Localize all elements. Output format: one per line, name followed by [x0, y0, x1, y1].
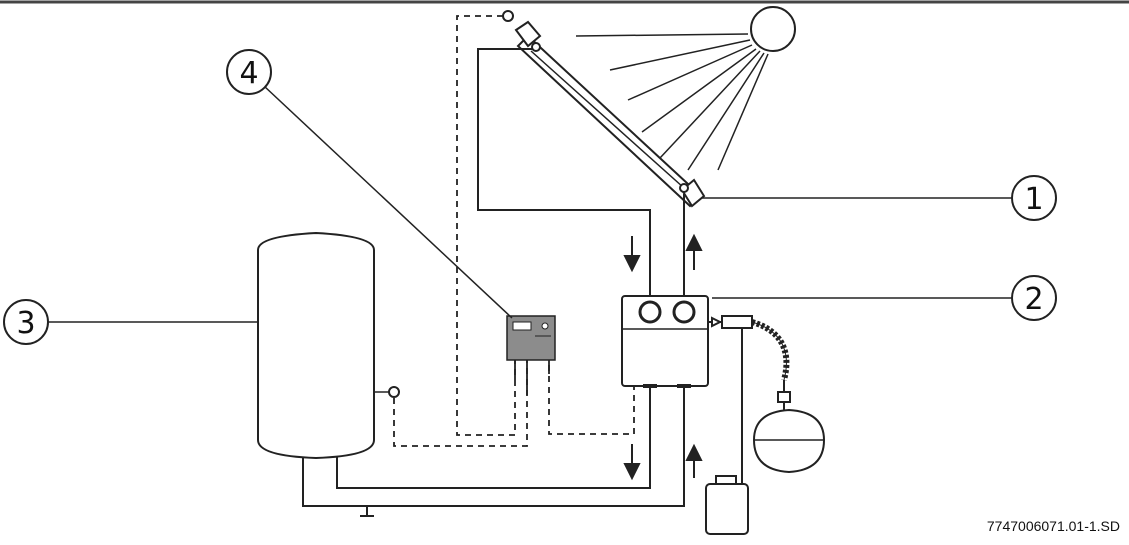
reference-code: 7747006071.01-1.SD	[987, 518, 1120, 534]
collector-inner-line	[530, 50, 694, 197]
sun-ray	[575, 33, 749, 37]
callout-circle	[1011, 275, 1057, 321]
tank-sensor	[388, 386, 400, 398]
pipes	[302, 48, 685, 517]
collection-container	[705, 483, 749, 535]
sensor-wires	[393, 15, 635, 447]
controller-leads	[514, 360, 550, 395]
callout-3: 3	[3, 299, 49, 345]
callout-circle	[3, 299, 49, 345]
wire-collector-sensor	[456, 15, 516, 436]
sun	[575, 6, 796, 171]
sun-ray	[687, 52, 765, 171]
pump-gauge-right	[672, 300, 696, 324]
collector-bottom-port	[679, 183, 689, 193]
expansion-valve	[777, 391, 791, 403]
callout-2: 2	[1011, 275, 1057, 321]
controller	[506, 315, 556, 361]
storage-tank	[257, 231, 400, 460]
leader-line-4	[263, 85, 513, 319]
collector-top-port	[531, 42, 541, 52]
sun-disc	[750, 6, 796, 52]
arrow-up-bottom	[685, 443, 703, 461]
arrow-down-bottom	[623, 463, 641, 481]
pipe-tank-return	[302, 386, 685, 507]
arrow-down-top	[623, 255, 641, 273]
controller-display	[512, 321, 532, 331]
callout-4: 4	[226, 49, 272, 95]
sun-ray	[609, 39, 751, 71]
sun-ray	[627, 44, 753, 101]
wire-pump-station	[548, 365, 635, 435]
expansion-hose-core	[751, 321, 787, 381]
pipe-tank-flow	[336, 386, 651, 489]
sun-ray	[641, 48, 757, 133]
callout-circle	[1011, 175, 1057, 221]
callout-number: 1	[1024, 182, 1043, 217]
collector-sensor	[502, 10, 514, 22]
pump-port-right	[677, 384, 691, 388]
arrow-up-top	[685, 233, 703, 251]
callout-number: 3	[16, 306, 35, 341]
valve-block	[721, 315, 753, 329]
pipe-collector-return	[477, 48, 651, 296]
wire-tank-sensor	[393, 360, 528, 447]
flow-arrows	[623, 233, 703, 481]
container-cap	[715, 475, 737, 485]
expansion-hose	[751, 319, 790, 381]
safety-valve	[711, 316, 723, 328]
tank-body	[257, 231, 375, 460]
callout-1: 1	[1011, 175, 1057, 221]
controller-knob	[541, 322, 549, 330]
expansion-vessel	[752, 408, 826, 474]
pump-port-left	[643, 384, 657, 388]
callout-number: 2	[1024, 282, 1043, 317]
expansion-assembly	[705, 315, 826, 535]
solar-collector	[514, 20, 706, 208]
pump-gauge-left	[638, 300, 662, 324]
pump-station	[621, 295, 709, 388]
sun-ray	[659, 50, 761, 159]
callout-circle	[226, 49, 272, 95]
leader-lines	[48, 85, 1012, 323]
callout-number: 4	[239, 56, 258, 91]
sun-ray	[717, 53, 769, 171]
sun-rays	[575, 33, 769, 171]
collector-top-cap	[514, 20, 542, 48]
